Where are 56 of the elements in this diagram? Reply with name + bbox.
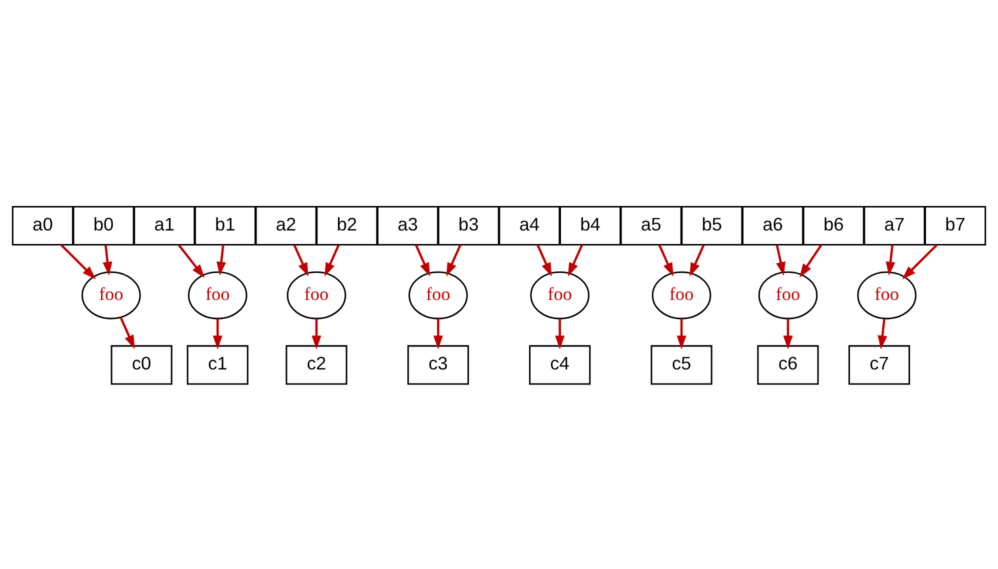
arrow bbox=[878, 318, 888, 349]
node-box: c2 bbox=[286, 344, 348, 384]
node-box: c7 bbox=[848, 344, 910, 384]
node-ellipse: foo bbox=[530, 270, 590, 319]
node-box: b2 bbox=[316, 206, 378, 246]
arrow bbox=[783, 318, 793, 349]
node-box: c3 bbox=[407, 344, 469, 384]
node-box: a1 bbox=[134, 206, 196, 246]
arrow bbox=[676, 318, 686, 349]
node-box: a7 bbox=[864, 206, 926, 246]
node-ellipse: foo bbox=[408, 270, 468, 319]
arrow bbox=[886, 244, 896, 276]
node-ellipse: foo bbox=[286, 270, 346, 319]
node-box: b0 bbox=[72, 206, 134, 246]
arrow bbox=[102, 244, 112, 276]
arrow bbox=[178, 244, 205, 278]
arrow bbox=[415, 244, 430, 276]
node-box: a0 bbox=[12, 206, 74, 246]
arrow bbox=[212, 318, 222, 349]
node-ellipse: foo bbox=[857, 270, 916, 319]
node-box: c4 bbox=[529, 344, 591, 384]
arrow bbox=[216, 244, 226, 276]
node-ellipse: foo bbox=[188, 270, 248, 319]
arrow bbox=[776, 244, 786, 276]
arrow bbox=[324, 244, 340, 276]
arrow bbox=[555, 318, 565, 349]
node-box: a3 bbox=[376, 206, 439, 246]
arrow bbox=[799, 244, 822, 277]
node-box: c0 bbox=[110, 344, 172, 384]
node-box: b3 bbox=[438, 206, 500, 246]
node-box: a6 bbox=[742, 206, 804, 246]
node-box: b6 bbox=[802, 206, 864, 246]
arrow bbox=[902, 244, 938, 279]
node-ellipse: foo bbox=[82, 270, 141, 319]
arrow bbox=[536, 244, 552, 276]
arrow bbox=[658, 244, 674, 276]
arrow bbox=[690, 244, 705, 276]
node-box: c1 bbox=[186, 344, 248, 384]
node-box: b5 bbox=[681, 206, 743, 246]
node-box: a4 bbox=[498, 206, 560, 246]
node-box: a2 bbox=[255, 206, 317, 246]
arrow bbox=[60, 244, 96, 279]
arrow bbox=[293, 244, 308, 276]
arrow bbox=[568, 244, 583, 276]
node-box: b4 bbox=[559, 206, 622, 246]
arrow bbox=[120, 316, 135, 348]
node-box: c6 bbox=[757, 344, 819, 384]
arrow bbox=[312, 318, 322, 349]
node-ellipse: foo bbox=[758, 270, 818, 319]
arrow bbox=[446, 244, 462, 276]
node-box: b1 bbox=[194, 206, 256, 246]
node-box: c5 bbox=[650, 344, 712, 384]
node-ellipse: foo bbox=[652, 270, 712, 319]
node-box: a5 bbox=[620, 206, 682, 246]
node-box: b7 bbox=[924, 206, 986, 246]
arrow bbox=[433, 318, 443, 349]
